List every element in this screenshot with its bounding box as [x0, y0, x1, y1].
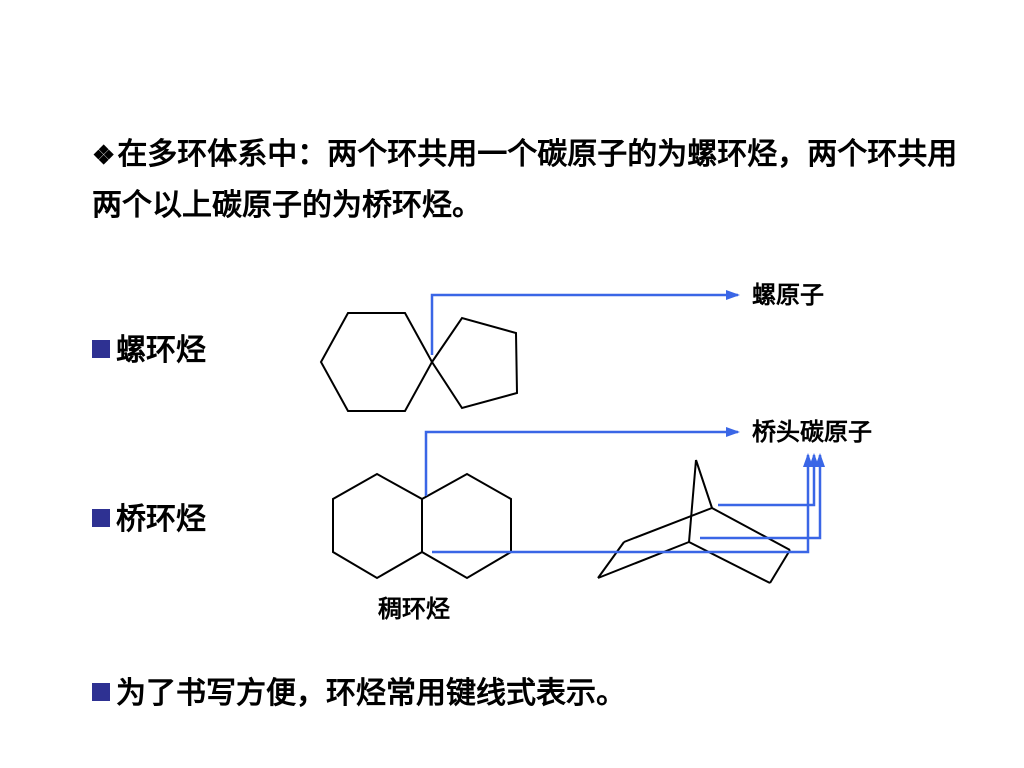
- bullet-bridged-label: 桥环烃: [116, 502, 206, 537]
- bridgehead-arrows: [424, 427, 825, 554]
- bond: [769, 549, 791, 584]
- spiro-hexagon: [319, 312, 434, 412]
- bond: [688, 459, 697, 543]
- spiro-pentagon: [430, 316, 519, 410]
- bullet-note: 为了书写方便，环烃常用键线式表示。: [92, 676, 626, 712]
- bond: [623, 507, 713, 543]
- spiro-atom-label: 螺原子: [752, 280, 824, 309]
- bond: [711, 507, 791, 551]
- bridgehead-arrow-top: [718, 453, 819, 507]
- fused-left-hexagon: [332, 472, 423, 580]
- bullet-spiro-label: 螺环烃: [116, 333, 206, 368]
- bond: [597, 541, 625, 579]
- bullet-note-label: 为了书写方便，环烃常用键线式表示。: [116, 676, 626, 711]
- bullet-bridged: 桥环烃: [92, 502, 206, 538]
- spiro-atom-arrow: [430, 290, 740, 355]
- intro-paragraph: ❖在多环体系中：两个环共用一个碳原子的为螺环烃，两个环共用两个以上碳原子的为桥环…: [92, 130, 962, 231]
- fused-ring-structure: [332, 472, 512, 580]
- square-bullet-icon: [92, 683, 110, 701]
- bridged-structure: [597, 459, 791, 584]
- square-bullet-icon: [92, 509, 110, 527]
- bullet-spiro: 螺环烃: [92, 333, 206, 369]
- diamond-bullet-icon: ❖: [92, 141, 116, 171]
- bond: [695, 459, 713, 509]
- bridgehead-arrow-fused-bottom: [432, 453, 813, 554]
- bridgehead-atom-label: 桥头碳原子: [752, 417, 872, 446]
- bond: [688, 541, 771, 584]
- bridgehead-arrow-fused: [424, 427, 740, 496]
- fused-right-hexagon: [421, 472, 512, 580]
- bridgehead-arrow-bottom: [700, 453, 825, 540]
- bond: [597, 541, 690, 579]
- spiro-structure: [319, 312, 519, 412]
- intro-text: 在多环体系中：两个环共用一个碳原子的为螺环烃，两个环共用两个以上碳原子的为桥环烃…: [92, 137, 958, 223]
- square-bullet-icon: [92, 340, 110, 358]
- fused-ring-label: 稠环烃: [378, 594, 450, 623]
